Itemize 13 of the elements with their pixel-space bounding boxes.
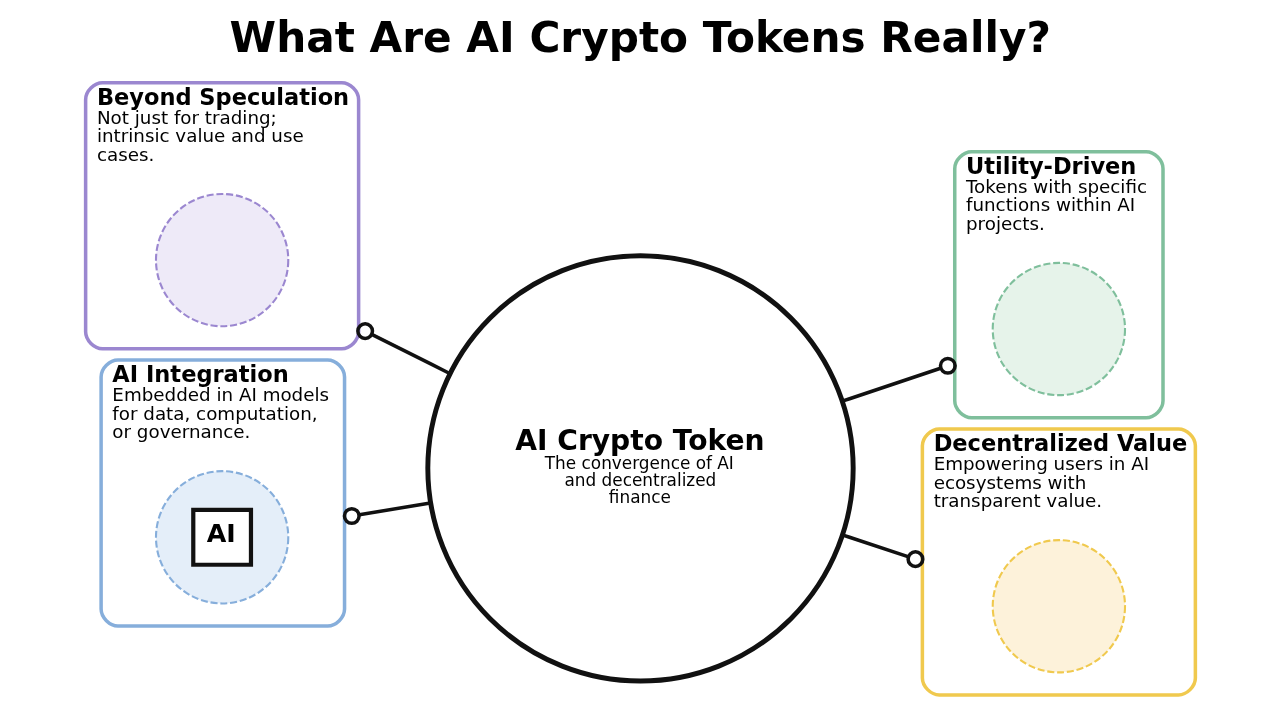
connector bbox=[841, 533, 924, 569]
diagram-title: What Are AI Crypto Tokens Really? bbox=[229, 12, 1051, 62]
node-circle bbox=[991, 261, 1126, 397]
node-circle bbox=[154, 192, 289, 328]
node-circle: AI bbox=[154, 470, 289, 605]
cluster: Utility-Driven Tokens with specific functions within AI projects. bbox=[952, 150, 1165, 420]
connector bbox=[841, 356, 957, 403]
connector bbox=[342, 501, 431, 526]
node-circle: AI Crypto Token The convergence of AI and decentralized finance bbox=[424, 253, 856, 684]
connector bbox=[355, 322, 450, 376]
node-circle bbox=[991, 539, 1126, 674]
cluster: Decentralized Value Empowering users in AI ecosystems with transparent value. bbox=[920, 427, 1197, 697]
cluster: Beyond Speculation Not just for trading; intrinsic value and use cases. bbox=[83, 81, 360, 351]
